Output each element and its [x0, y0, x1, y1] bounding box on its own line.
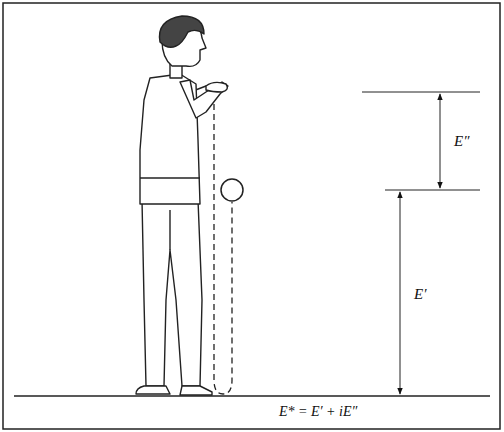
- man-figure: [136, 16, 228, 395]
- ball: [221, 179, 243, 201]
- dimension-label: E″: [452, 133, 471, 150]
- dimension-line: [362, 92, 480, 93]
- frame: [3, 3, 500, 429]
- dimension-label: E′: [412, 286, 428, 303]
- dimension-arrow: [440, 94, 441, 188]
- dimension-line: [385, 190, 480, 191]
- floor-line: [14, 395, 490, 397]
- caption: E* = E′ + iE″: [277, 404, 359, 419]
- dimension-arrow: [400, 192, 401, 394]
- ball-path: [214, 104, 232, 394]
